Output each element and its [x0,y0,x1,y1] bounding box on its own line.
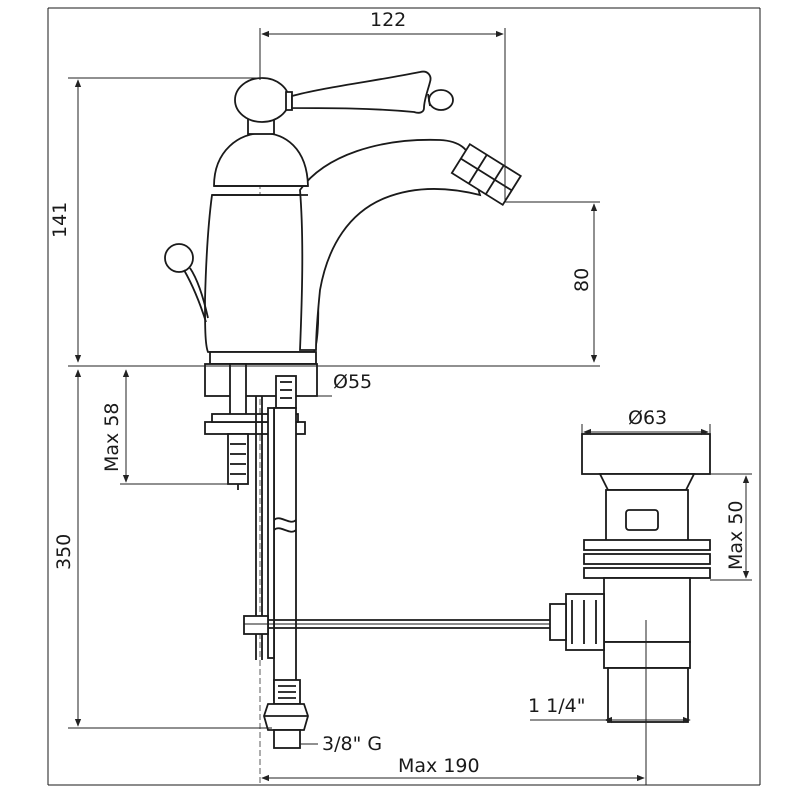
dim-80-label: 80 [571,268,593,292]
dim-o55-label: Ø55 [333,371,372,393]
dimension-lines [68,28,752,785]
dim-122-label: 122 [370,9,406,31]
dim-max58-label: Max 58 [101,403,123,473]
frame [47,7,761,786]
dim-141-label: 141 [49,202,71,238]
dim-max50-label: Max 50 [725,501,747,571]
dim-o63-label: Ø63 [628,407,667,429]
below-deck-assembly [204,363,660,749]
dim-38g-label: 3/8" G [322,733,382,755]
dim-max190-label: Max 190 [398,755,480,777]
dim-114-label: 1 1/4" [528,695,585,717]
faucet-body [164,70,522,365]
dim-350-label: 350 [53,534,75,570]
waste-drain [549,433,711,723]
